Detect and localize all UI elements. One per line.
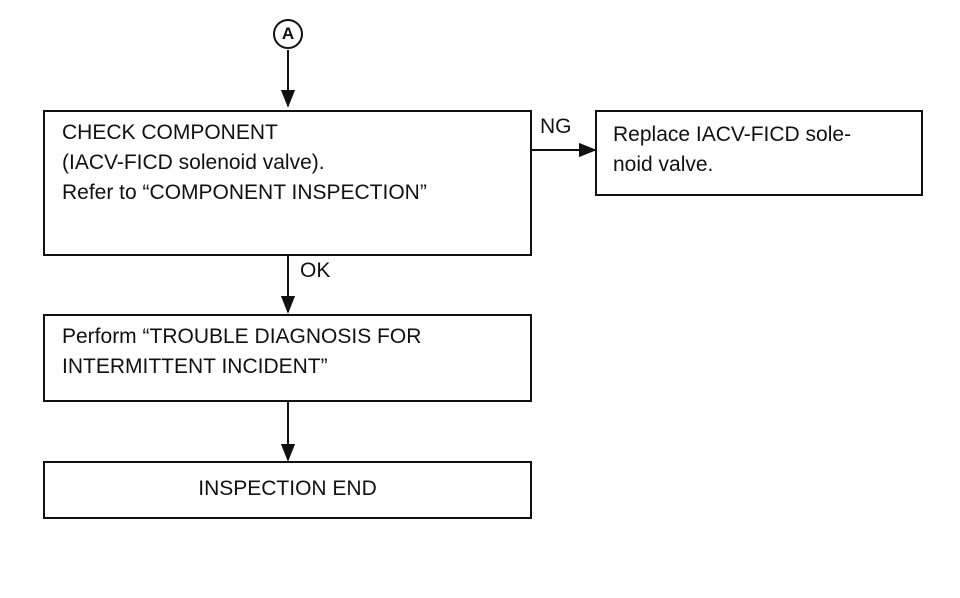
perform-diagnosis-box <box>43 314 532 402</box>
inspection-end-label: INSPECTION END <box>198 477 377 500</box>
perform-line-1: Perform “TROUBLE DIAGNOSIS FOR <box>62 325 422 348</box>
perform-line-2: INTERMITTENT INCIDENT” <box>62 355 328 378</box>
replace-line-2: noid valve. <box>613 153 714 176</box>
replace-line-1: Replace IACV-FICD sole- <box>613 123 852 146</box>
replace-solenoid-box <box>595 110 923 196</box>
check-component-box <box>43 110 532 256</box>
check-component-line-3: Refer to “COMPONENT INSPECTION” <box>62 181 427 204</box>
check-component-line-2: (IACV-FICD solenoid valve). <box>62 151 325 174</box>
connector-a-label: A <box>281 24 295 43</box>
check-component-line-1: CHECK COMPONENT <box>62 121 278 144</box>
connector-a-circle: A <box>273 19 303 49</box>
inspection-end-box: INSPECTION END <box>43 461 532 519</box>
ng-label: NG <box>540 115 572 138</box>
ok-label: OK <box>300 259 331 282</box>
